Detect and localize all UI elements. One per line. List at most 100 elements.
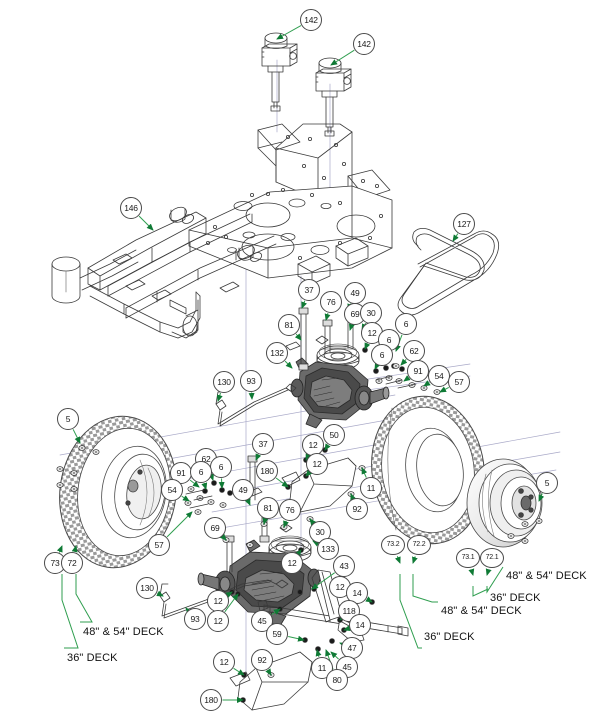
callout-bubble-69[interactable]: 69 — [204, 517, 226, 539]
callout-bubble-93[interactable]: 93 — [184, 608, 206, 630]
callout-bubble-76[interactable]: 76 — [320, 291, 342, 313]
callout-bubble-81[interactable]: 81 — [278, 314, 300, 336]
leader-line-73 — [56, 545, 63, 553]
callout-bubble-180[interactable]: 180 — [256, 460, 278, 482]
leader-line-73-2 — [394, 556, 401, 564]
leader-line-76 — [324, 312, 331, 321]
leader-line-45 — [271, 608, 281, 616]
callout-bubble-12[interactable]: 12 — [207, 610, 229, 632]
deck-size-label: 48" & 54" DECK — [506, 570, 587, 582]
callout-bubble-142[interactable]: 142 — [300, 9, 322, 31]
leader-line-43 — [311, 572, 335, 590]
leader-line-91 — [403, 375, 411, 382]
callout-bubble-92[interactable]: 92 — [346, 498, 368, 520]
leader-line-81 — [262, 517, 269, 525]
callout-bubble-54[interactable]: 54 — [161, 479, 183, 501]
callout-bubble-73-1[interactable]: 73.1 — [456, 548, 480, 568]
callout-bubble-73-2[interactable]: 73.2 — [381, 535, 405, 555]
leader-line-54 — [423, 380, 431, 387]
callout-bubble-91[interactable]: 91 — [407, 360, 429, 382]
leader-line-59 — [288, 635, 305, 642]
callout-bubble-180[interactable]: 180 — [200, 689, 222, 711]
leader-line-72-2 — [412, 556, 418, 564]
callout-bubble-146[interactable]: 146 — [120, 197, 142, 219]
leader-lines — [56, 25, 545, 703]
leader-line-14 — [343, 625, 351, 632]
leader-line-130 — [216, 392, 223, 402]
callout-bubble-80[interactable]: 80 — [326, 669, 348, 691]
leader-line-146 — [138, 215, 154, 231]
deck-size-label: 36" DECK — [490, 592, 541, 604]
callout-bubble-72[interactable]: 72 — [61, 552, 83, 574]
leader-line-50 — [324, 443, 331, 451]
callout-bubble-49[interactable]: 49 — [232, 479, 254, 501]
callout-bubble-6[interactable]: 6 — [190, 461, 212, 483]
callout-bubble-127[interactable]: 127 — [453, 213, 475, 235]
leader-line-54 — [181, 495, 190, 502]
callout-bubble-37[interactable]: 37 — [252, 433, 274, 455]
leader-line-127 — [452, 233, 459, 242]
callout-bubble-72-2[interactable]: 72.2 — [407, 535, 431, 555]
callout-bubble-81[interactable]: 81 — [257, 497, 279, 519]
callout-bubble-5[interactable]: 5 — [536, 472, 558, 494]
leader-line-76 — [283, 520, 289, 528]
leader-line-49 — [244, 498, 251, 506]
callout-bubble-6[interactable]: 6 — [395, 313, 417, 335]
callout-bubble-62[interactable]: 62 — [403, 340, 425, 362]
leader-line-6 — [218, 478, 225, 489]
leader-line-142 — [330, 49, 355, 66]
callout-bubble-59[interactable]: 59 — [266, 623, 288, 645]
callout-bubble-49[interactable]: 49 — [344, 282, 366, 304]
callout-bubble-12[interactable]: 12 — [213, 651, 235, 673]
leader-line-57 — [439, 386, 450, 393]
deck-size-label: 36" DECK — [424, 631, 475, 643]
callout-bubble-37[interactable]: 37 — [298, 279, 320, 301]
callout-bubble-57[interactable]: 57 — [448, 371, 470, 393]
leader-line-142 — [276, 25, 302, 40]
callout-bubble-30[interactable]: 30 — [360, 302, 382, 324]
callout-bubble-6[interactable]: 6 — [371, 344, 393, 366]
leader-line-12 — [233, 667, 245, 676]
deck-label-leaders — [61, 566, 504, 649]
leader-line-12 — [225, 591, 233, 598]
callout-bubble-72-1[interactable]: 72.1 — [480, 548, 504, 568]
callout-bubble-130[interactable]: 130 — [136, 577, 158, 599]
callout-bubble-57[interactable]: 57 — [148, 534, 170, 556]
leader-line-72 — [71, 545, 78, 553]
leader-line-45 — [330, 651, 339, 660]
callout-bubble-93[interactable]: 93 — [240, 370, 262, 392]
callout-bubble-142[interactable]: 142 — [353, 33, 375, 55]
callout-bubble-5[interactable]: 5 — [57, 408, 79, 430]
leader-line-12 — [224, 593, 239, 613]
callout-bubble-6[interactable]: 6 — [210, 456, 232, 478]
callout-bubble-43[interactable]: 43 — [333, 555, 355, 577]
leader-line-37 — [301, 300, 307, 309]
leader-line-12 — [295, 549, 302, 557]
leader-line-180 — [275, 477, 289, 488]
leader-line-6 — [374, 362, 381, 370]
callout-bubble-14[interactable]: 14 — [349, 614, 371, 636]
callout-bubble-54[interactable]: 54 — [428, 365, 450, 387]
leader-line-72-1 — [485, 568, 492, 576]
callout-bubble-130[interactable]: 130 — [213, 371, 235, 393]
callout-bubble-76[interactable]: 76 — [279, 499, 301, 521]
leader-line-11 — [315, 649, 322, 658]
leader-line-69 — [219, 533, 227, 541]
callout-bubble-133[interactable]: 133 — [317, 538, 339, 560]
callout-bubble-12[interactable]: 12 — [306, 453, 328, 475]
callout-bubble-92[interactable]: 92 — [251, 649, 273, 671]
leader-line-5 — [538, 493, 545, 502]
leader-line-69 — [348, 323, 355, 331]
callout-bubble-50[interactable]: 50 — [323, 424, 345, 446]
leader-line-12 — [364, 342, 371, 350]
callout-bubble-12[interactable]: 12 — [281, 552, 303, 574]
callout-bubble-11[interactable]: 11 — [360, 477, 382, 499]
leader-line-81 — [294, 333, 302, 341]
leader-line-132 — [284, 360, 293, 369]
leader-line-73-1 — [468, 568, 475, 576]
leader-line-14 — [365, 596, 373, 603]
callout-bubble-132[interactable]: 132 — [266, 342, 288, 364]
callout-bubble-12[interactable]: 12 — [207, 590, 229, 612]
